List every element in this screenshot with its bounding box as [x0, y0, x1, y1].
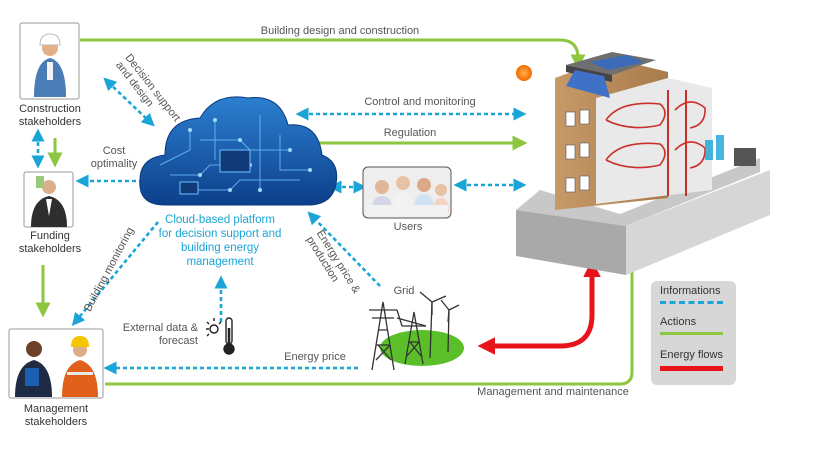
- management-maintenance-label: Management and maintenance: [477, 386, 629, 398]
- energy-price-label: Energy price: [284, 351, 346, 363]
- construction-stakeholder-icon[interactable]: [19, 22, 80, 100]
- cost-optimality-label: Cost optimality: [90, 145, 138, 170]
- sun-icon: [516, 65, 532, 81]
- building-illustration[interactable]: [516, 52, 770, 275]
- funding-stakeholder-icon[interactable]: [23, 171, 74, 228]
- legend-informations-line: [660, 301, 723, 304]
- building-design-label: Building design and construction: [260, 25, 420, 37]
- management-maintenance-arrow: [105, 237, 640, 386]
- legend-energy-flows-line: [660, 366, 723, 371]
- grid-label: Grid: [393, 285, 415, 297]
- control-monitoring-label: Control and monitoring: [364, 96, 476, 108]
- energy-flow-arrow: [477, 259, 601, 355]
- funding-stakeholders-label: Funding stakeholders: [18, 230, 82, 255]
- building-monitoring-arrow: [71, 221, 160, 327]
- information-arrows: [31, 77, 527, 375]
- cloud-platform-icon[interactable]: [139, 96, 338, 206]
- regulation-label: Regulation: [383, 127, 437, 139]
- grid-icon: [369, 291, 464, 371]
- grid-to-cloud-arrow: [307, 211, 381, 287]
- weather-forecast-icon: [206, 317, 235, 355]
- management-stakeholder-icon[interactable]: [8, 328, 104, 399]
- platform-caption: Cloud-based platform for decision suppor…: [158, 214, 282, 268]
- legend: Informations Actions Energy flows: [651, 281, 736, 385]
- construction-stakeholders-label: Construction stakeholders: [18, 103, 82, 128]
- legend-informations-label: Informations: [660, 285, 721, 297]
- legend-energy-flows-label: Energy flows: [660, 349, 723, 361]
- external-data-label: External data & forecast: [122, 322, 198, 347]
- decision-support-arrow: [103, 77, 155, 127]
- action-arrows: [35, 38, 640, 386]
- legend-actions-label: Actions: [660, 316, 697, 328]
- users-label: Users: [393, 221, 423, 233]
- legend-actions-line: [660, 332, 723, 335]
- building-design-arrow: [80, 38, 586, 70]
- management-stakeholders-label: Management stakeholders: [23, 403, 89, 428]
- users-photo[interactable]: [362, 166, 452, 219]
